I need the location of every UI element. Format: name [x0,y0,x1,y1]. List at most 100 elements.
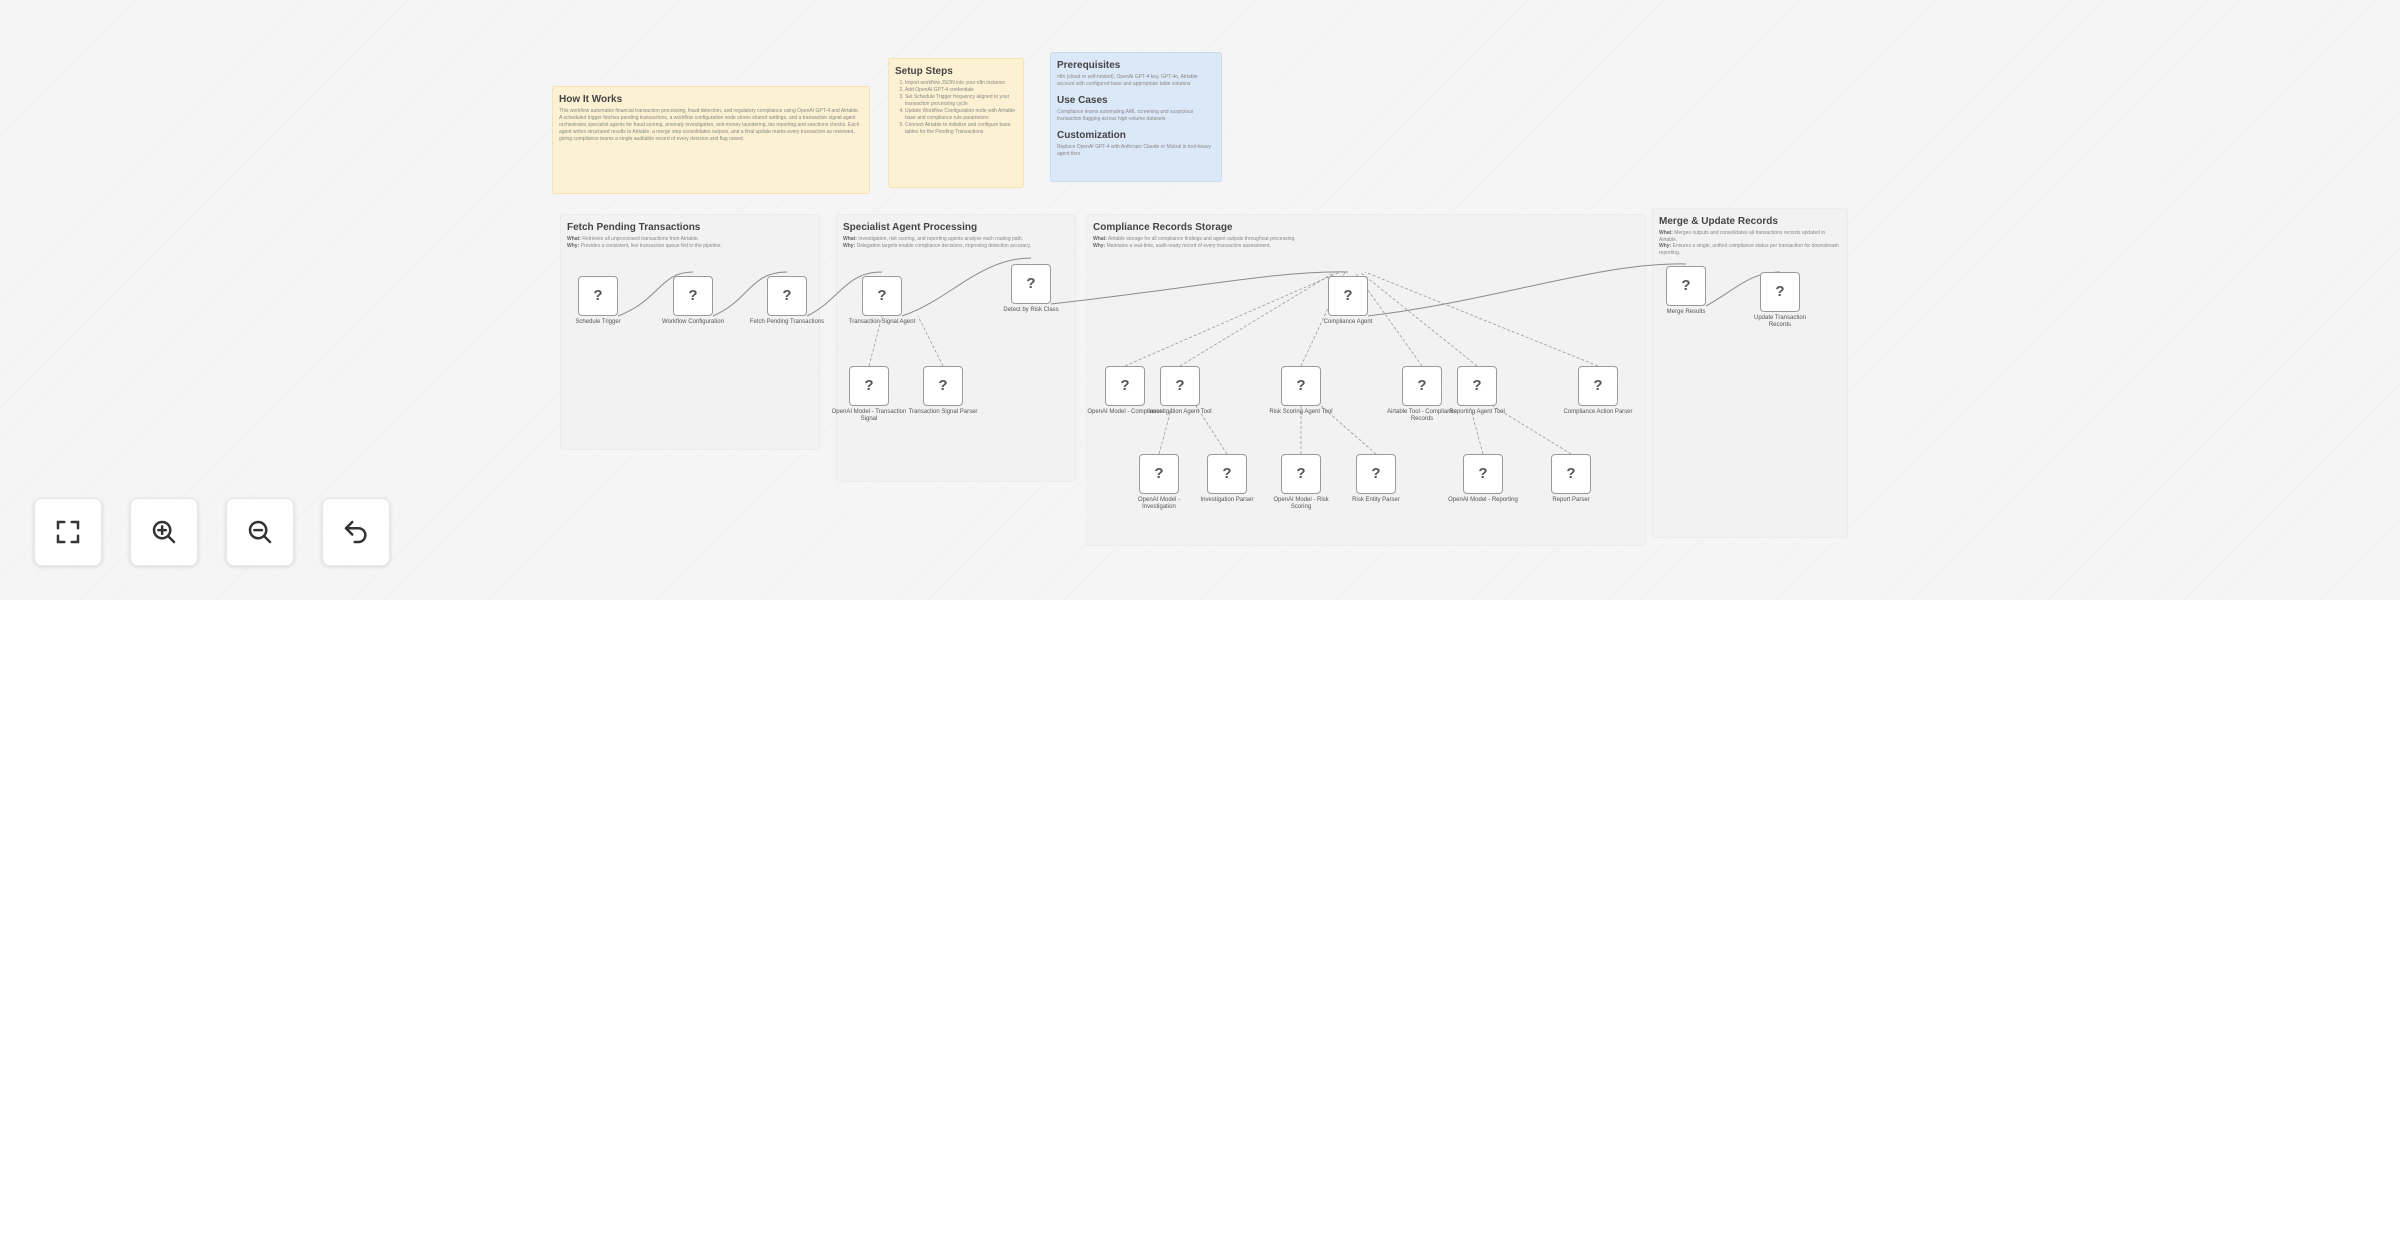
workflow-node[interactable]: ? [1402,366,1442,406]
node-label: Schedule Trigger [575,319,621,325]
sticky-title: Use Cases [1057,95,1108,106]
connection [1492,405,1572,455]
question-icon: ? [1026,275,1036,292]
workflow-canvas[interactable]: How It Works This workflow automates fin… [0,0,2400,600]
sticky-prerequisites[interactable]: Prerequisites n8n (cloud or self-hosted)… [1050,52,1222,182]
sticky-title: How It Works [559,94,623,105]
workflow-node[interactable]: ? [1105,366,1145,406]
question-icon: ? [938,377,948,394]
group-title: Merge & Update Records [1659,216,1778,227]
question-icon: ? [1478,465,1488,482]
workflow-node[interactable]: ? [767,276,807,316]
workflow-node[interactable]: ? [1760,272,1800,312]
workflow-node[interactable]: ? [1281,366,1321,406]
workflow-node[interactable]: ? [1356,454,1396,494]
sticky-setup-steps[interactable]: Setup Steps Import workflow JSON into yo… [888,58,1024,188]
connection [1364,271,1599,367]
node-label: Risk Scoring Agent Tool [1269,409,1333,415]
sticky-title: Prerequisites [1057,60,1121,71]
undo-icon [344,520,367,544]
fit-view-icon [56,520,80,544]
connection [1359,271,1478,367]
question-icon: ? [1175,377,1185,394]
question-icon: ? [1120,377,1130,394]
question-icon: ? [1343,287,1353,304]
question-icon: ? [877,287,887,304]
workflow-node[interactable]: ? [1578,366,1618,406]
group-why: Why: Maintains a real-time, audit-ready … [1093,242,1271,249]
workflow-node[interactable]: ? [1139,454,1179,494]
workflow-node[interactable]: ? [923,366,963,406]
group-what: What: Merges outputs and consolidates al… [1659,230,1826,243]
question-icon: ? [864,377,874,394]
node-label: Investigation Parser [1200,497,1254,503]
sticky-text: Compliance teams automating AML screenin… [1057,109,1194,122]
node-label: Detect by Risk Class [1003,307,1059,313]
node-label: Transaction Signal Agent [848,319,916,325]
group-title: Specialist Agent Processing [843,222,978,233]
question-icon: ? [1775,283,1785,300]
list-item: Import workflow JSON into your n8n insta… [905,80,1017,87]
node-label: Workflow Configuration [662,319,724,325]
zoom-in-button[interactable] [130,498,198,566]
group-what: What: Investigation, risk scoring, and r… [843,236,1024,242]
connection [1158,405,1173,455]
node-label: OpenAI Model - Risk Scoring [1273,497,1329,510]
node-label: Report Parser [1552,497,1590,503]
question-icon: ? [1296,377,1306,394]
workflow-node[interactable]: ? [1207,454,1247,494]
list-item: Set Schedule Trigger frequency aligned t… [905,94,1017,108]
node-label: Reporting Agent Tool [1449,409,1505,415]
workflow-node[interactable]: ? [578,276,618,316]
node-label: Merge Results [1666,309,1706,315]
undo-button[interactable] [322,498,390,566]
workflow-node[interactable]: ? [1666,266,1706,306]
node-label: OpenAI Model - Compliance [1087,409,1163,415]
workflow-node[interactable]: ? [1551,454,1591,494]
workflow-node[interactable]: ? [862,276,902,316]
zoom-out-icon [248,520,272,544]
workflow-node[interactable]: ? [1328,276,1368,316]
question-icon: ? [688,287,698,304]
sticky-title: Setup Steps [895,66,953,77]
group-merge-update[interactable]: Merge & Update Records What: Merges outp… [1652,208,1848,538]
node-label: Airtable Tool - Compliance Records [1387,409,1457,422]
sticky-how-it-works[interactable]: How It Works This workflow automates fin… [552,86,870,194]
sticky-text: This workflow automates financial transa… [559,108,860,142]
connection [917,315,944,367]
sticky-title: Customization [1057,130,1126,141]
zoom-out-button[interactable] [226,498,294,566]
connection [1320,405,1377,455]
node-label: Fetch Pending Transactions [749,319,825,325]
connection [868,315,883,367]
question-icon: ? [1417,377,1427,394]
question-icon: ? [1222,465,1232,482]
setup-steps-list: Import workflow JSON into your n8n insta… [895,80,1017,136]
zoom-in-icon [152,520,176,544]
workflow-node[interactable]: ? [1457,366,1497,406]
node-label: OpenAI Model - Investigation [1137,497,1181,510]
sticky-text: n8n (cloud or self-hosted), OpenAI GPT-4… [1057,74,1198,87]
group-title: Compliance Records Storage [1093,222,1233,233]
workflow-node[interactable]: ? [673,276,713,316]
question-icon: ? [1472,377,1482,394]
question-icon: ? [782,287,792,304]
node-label: Compliance Action Parser [1563,409,1633,415]
fit-view-button[interactable] [34,498,102,566]
workflow-node[interactable]: ? [1463,454,1503,494]
workflow-node[interactable]: ? [1160,366,1200,406]
group-fetch-pending[interactable]: Fetch Pending Transactions What: Retriev… [560,214,820,450]
connection [712,271,788,317]
connection [806,271,883,317]
node-label: OpenAI Model - Reporting [1448,497,1518,503]
question-icon: ? [1371,465,1381,482]
workflow-node[interactable]: ? [849,366,889,406]
group-what: What: Retrieves all unprocessed transact… [567,236,700,242]
workflow-node[interactable]: ? [1281,454,1321,494]
question-icon: ? [1566,465,1576,482]
connection [1469,405,1484,455]
question-icon: ? [1593,377,1603,394]
connection [617,271,694,317]
group-specialist-agents[interactable]: Specialist Agent Processing What: Invest… [836,214,1076,482]
workflow-node[interactable]: ? [1011,264,1051,304]
